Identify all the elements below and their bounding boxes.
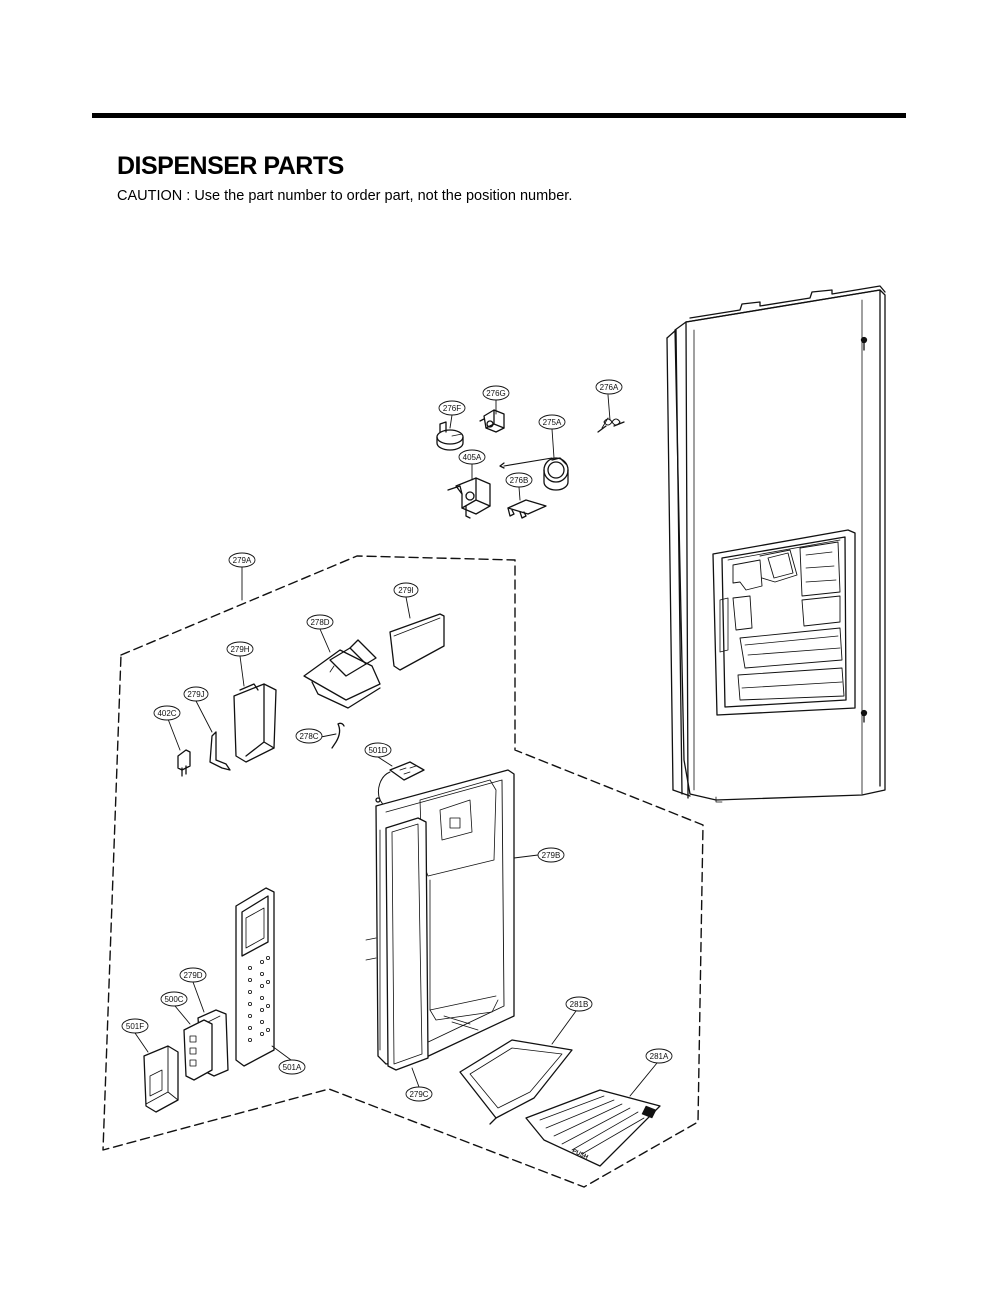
svg-text:501F: 501F	[126, 1022, 144, 1031]
svg-text:279B: 279B	[542, 851, 561, 860]
svg-text:278D: 278D	[310, 618, 329, 627]
callout-405a: 405A	[458, 449, 486, 465]
callout-501f: 501F	[121, 1018, 149, 1034]
part-278c	[331, 722, 345, 749]
part-501f	[143, 1045, 179, 1113]
part-276g	[479, 409, 505, 433]
caution-note: CAUTION : Use the part number to order p…	[117, 188, 573, 204]
callout-276g: 276G	[482, 385, 510, 401]
svg-text:279C: 279C	[409, 1090, 428, 1099]
callout-279j: 279J	[183, 686, 209, 702]
part-501d	[375, 761, 425, 807]
page-title: DISPENSER PARTS	[117, 152, 344, 180]
svg-text:501A: 501A	[283, 1063, 302, 1072]
svg-text:405A: 405A	[463, 453, 482, 462]
callout-281b: 281B	[565, 996, 593, 1012]
part-275a	[499, 457, 569, 491]
svg-text:501D: 501D	[368, 746, 387, 755]
callout-279a: 279A	[228, 552, 256, 568]
callout-279h: 279H	[226, 641, 254, 657]
svg-text:279A: 279A	[233, 556, 252, 565]
part-278d	[303, 639, 381, 709]
svg-text:279D: 279D	[183, 971, 202, 980]
callout-501d: 501D	[364, 742, 392, 758]
callout-279b: 279B	[537, 847, 565, 863]
callout-402c: 402C	[153, 705, 181, 721]
header-rule	[92, 113, 906, 118]
svg-text:279H: 279H	[230, 645, 249, 654]
svg-text:281A: 281A	[650, 1052, 669, 1061]
part-279c	[385, 817, 429, 1071]
part-281a	[525, 1089, 661, 1167]
callout-279d: 279D	[179, 967, 207, 983]
svg-text:276F: 276F	[443, 404, 461, 413]
svg-text:279I: 279I	[398, 586, 414, 595]
part-501a	[235, 887, 275, 1067]
callout-279i: 279I	[393, 582, 419, 598]
svg-text:276G: 276G	[486, 389, 506, 398]
callout-278c: 278C	[295, 728, 323, 744]
part-279i	[389, 613, 445, 671]
part-276a	[597, 417, 625, 433]
callout-276b: 276B	[505, 472, 533, 488]
svg-text:279J: 279J	[187, 690, 204, 699]
svg-text:278C: 278C	[299, 732, 318, 741]
callout-278d: 278D	[306, 614, 334, 630]
callout-276a: 276A	[595, 379, 623, 395]
callout-500c: 500C	[160, 991, 188, 1007]
callout-276f: 276F	[438, 400, 466, 416]
part-276f	[436, 421, 464, 451]
svg-text:281B: 281B	[570, 1000, 589, 1009]
door-panel	[666, 285, 886, 803]
part-281b	[459, 1039, 573, 1125]
callout-279c: 279C	[405, 1086, 433, 1102]
callout-275a: 275A	[538, 414, 566, 430]
part-279h	[233, 683, 277, 763]
part-279j	[209, 731, 231, 771]
part-276b	[507, 499, 547, 519]
callout-281a: 281A	[645, 1048, 673, 1064]
svg-text:276B: 276B	[510, 476, 529, 485]
part-500c	[183, 1019, 213, 1081]
assembly-boundary	[102, 555, 704, 1188]
svg-text:402C: 402C	[157, 709, 176, 718]
svg-text:276A: 276A	[600, 383, 619, 392]
callout-501a: 501A	[278, 1059, 306, 1075]
svg-text:500C: 500C	[164, 995, 183, 1004]
svg-text:275A: 275A	[543, 418, 562, 427]
part-405a	[447, 477, 491, 519]
part-402c	[177, 749, 191, 777]
